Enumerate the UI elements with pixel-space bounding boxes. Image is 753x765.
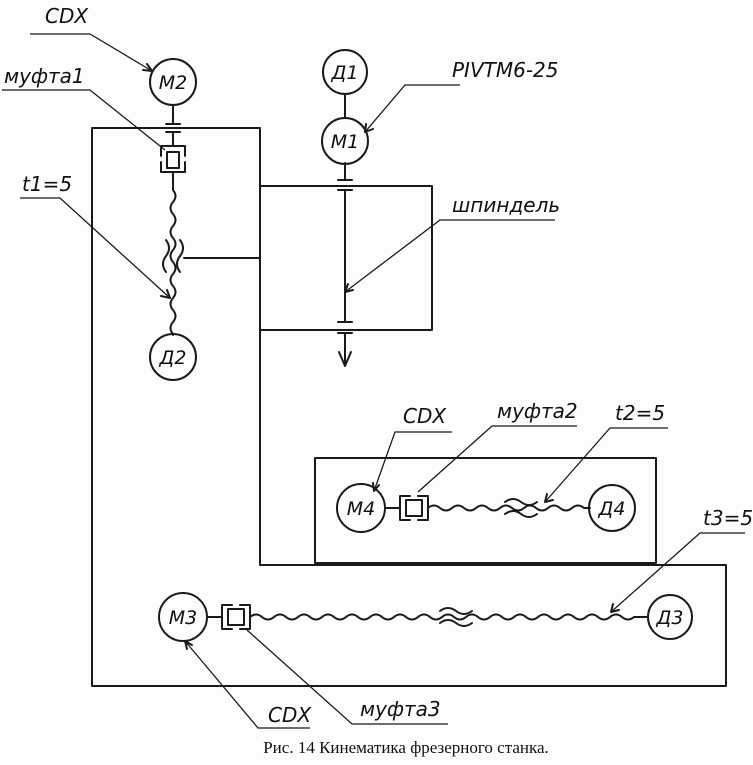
label-mufta3: муфта3	[360, 697, 441, 721]
coupling-3	[221, 604, 251, 630]
lead-screw-z	[169, 189, 177, 336]
label-cdx-m2: CDX	[45, 4, 89, 28]
label-mufta1: муфта1	[4, 64, 85, 88]
node-d3-label: Д3	[656, 607, 684, 629]
node-m2: M2	[149, 58, 197, 106]
table-frame	[314, 457, 657, 564]
node-m4: M4	[336, 483, 386, 533]
node-d2-label: Д2	[159, 347, 187, 369]
nut-y	[504, 498, 538, 518]
axis-y-group	[384, 495, 591, 521]
label-shpindel: шпиндель	[452, 193, 560, 217]
node-d1: Д1	[322, 49, 368, 95]
node-d2: Д2	[149, 333, 197, 381]
nut-z	[162, 239, 184, 273]
node-d4-label: Д4	[598, 498, 626, 520]
leaders	[2, 33, 745, 729]
spindle-arrow	[338, 351, 352, 367]
node-m4-label: M4	[347, 498, 375, 520]
lead-screw-y	[427, 504, 591, 512]
label-piv: PIVTM6-25	[452, 58, 559, 82]
label-t3: t3=5	[703, 506, 753, 530]
nut-x	[439, 607, 473, 627]
label-cdx-m4: CDX	[403, 404, 447, 428]
lead-screw-x	[249, 613, 649, 621]
label-t1: t1=5	[22, 172, 72, 196]
figure-caption: Рис. 14 Кинематика фрезерного станка.	[263, 738, 549, 757]
axis-x-group	[207, 604, 649, 630]
node-d3: Д3	[647, 594, 693, 640]
axis-z-group	[160, 104, 261, 336]
outer-frame	[91, 127, 727, 687]
node-d1-label: Д1	[331, 62, 359, 84]
node-m2-label: M2	[159, 72, 187, 94]
node-m3: M3	[158, 592, 208, 642]
label-mufta2: муфта2	[497, 399, 578, 423]
node-m3-label: M3	[169, 607, 197, 629]
node-d4: Д4	[588, 484, 636, 532]
spindle-frame	[259, 185, 433, 331]
coupling-2	[399, 495, 429, 521]
label-cdx-m3: CDX	[268, 703, 312, 727]
node-m1: M1	[321, 117, 369, 165]
node-m1-label: M1	[331, 131, 359, 153]
spindle-group	[337, 93, 353, 367]
label-t2: t2=5	[615, 401, 665, 425]
